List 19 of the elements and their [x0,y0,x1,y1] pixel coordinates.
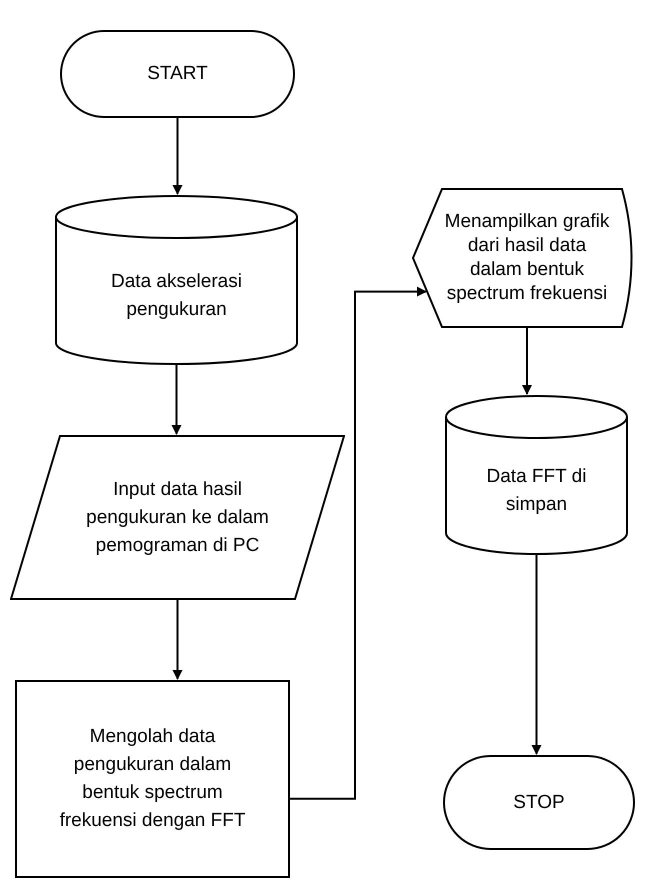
arrow [172,118,182,195]
input-parallelogram [10,435,345,600]
data-cylinder [55,195,298,365]
process-box [15,680,290,878]
node-text: START [147,62,208,86]
arrow [172,365,182,435]
arrow [172,600,182,680]
arrow [522,328,532,395]
start-terminal [60,30,295,118]
stop-terminal [443,755,635,850]
node-text: Data akselerasi pengukuran [110,270,243,322]
node-text: Menampilkan grafik dari hasil data dalam bentuk spectrum frekuensi [444,210,610,306]
storage-cylinder [445,395,628,555]
node-text: STOP [513,790,565,814]
node-text: Input data hasil pengukuran ke dalam pemograman di PC [85,478,270,558]
node-text: Mengolah data pengukuran dalam bentuk spectrum frekuensi dengan FFT [58,725,246,833]
arrow [532,555,542,755]
arrow [290,286,427,800]
node-text: Data FFT di simpan [486,465,588,517]
